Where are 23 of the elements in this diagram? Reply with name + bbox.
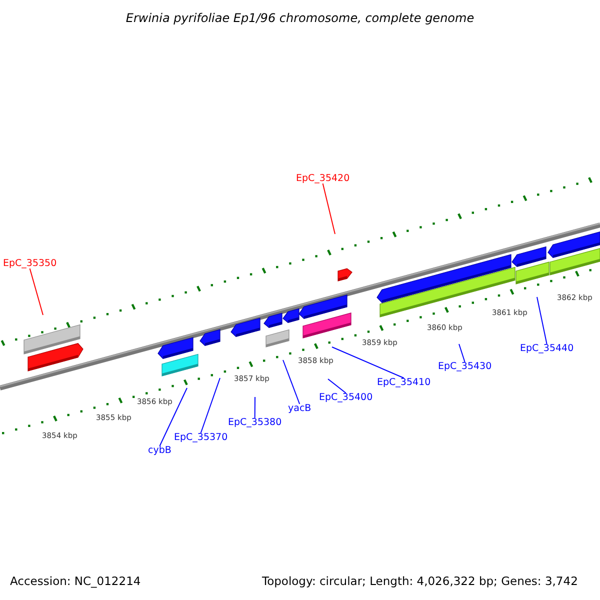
summary-text: Topology: circular; Length: 4,026,322 bp; Genes: 3,742 bbox=[262, 576, 578, 588]
leader-line bbox=[458, 344, 466, 362]
gene-label: EpC_35380 bbox=[228, 418, 282, 428]
gene-label: cybB bbox=[148, 446, 172, 456]
gene-label: EpC_35400 bbox=[319, 393, 373, 402]
leader-line bbox=[282, 360, 300, 404]
leader-line bbox=[332, 346, 404, 378]
diagram-title: Erwinia pyrifoliae Ep1/96 chromosome, complete genome bbox=[124, 12, 476, 24]
leader-line bbox=[322, 183, 336, 234]
leader-line bbox=[159, 388, 188, 446]
accession-text: Accession: NC_012214 bbox=[10, 576, 141, 588]
gene-label: EpC_35440 bbox=[520, 344, 574, 354]
gene-label: yacB bbox=[288, 404, 312, 414]
gene-label: EpC_35420 bbox=[296, 174, 350, 184]
gene-label: EpC_35370 bbox=[174, 433, 228, 442]
gene-label: EpC_35410 bbox=[377, 378, 431, 388]
gene-label: EpC_35430 bbox=[438, 362, 492, 372]
leader-line bbox=[29, 268, 44, 316]
gene-label: EpC_35350 bbox=[3, 259, 57, 268]
leader-line bbox=[328, 378, 346, 394]
leader-line bbox=[200, 378, 220, 434]
leader-line bbox=[536, 296, 548, 344]
leader-line bbox=[254, 396, 256, 418]
